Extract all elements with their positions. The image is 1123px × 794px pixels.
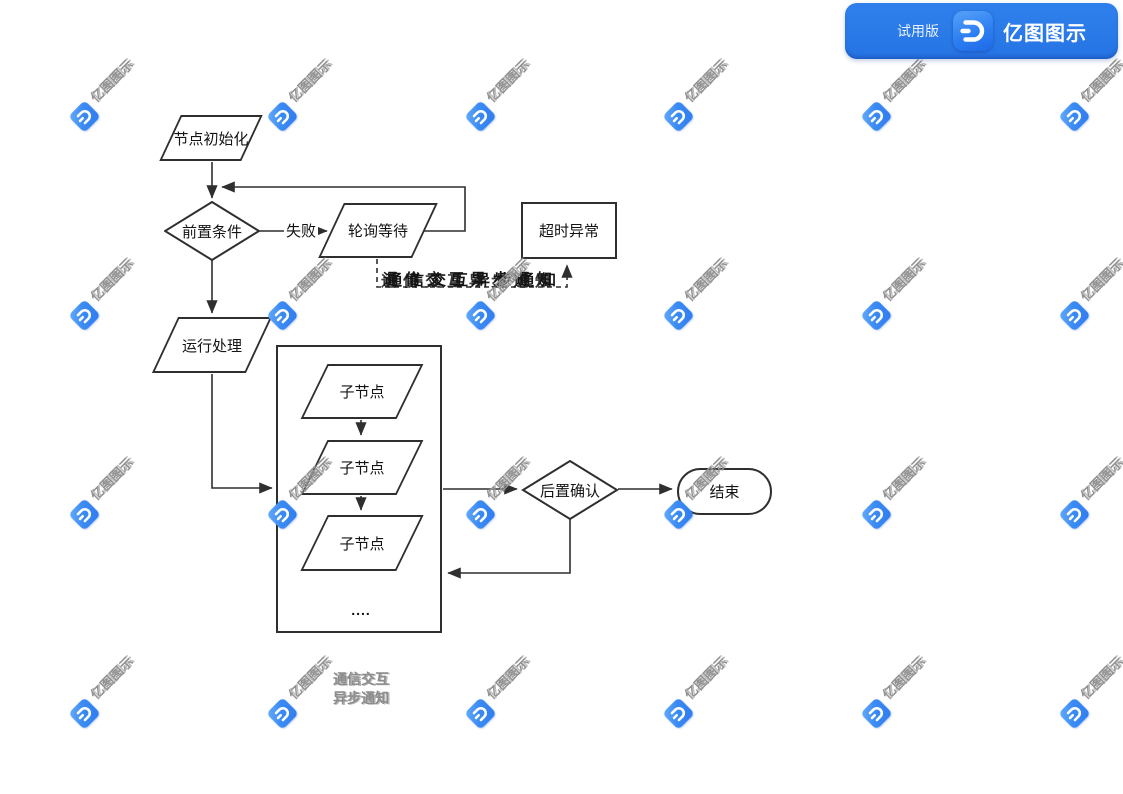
watermark-text: 亿图图示 <box>1077 255 1123 305</box>
overlapping-edge-labels: 通信交互异步通知 通信交互异步通知 通信交互异步通知 <box>381 271 564 290</box>
edraw-logo-icon <box>68 697 101 730</box>
communication-note: 通信交互 异步通知 <box>333 670 389 708</box>
watermark-text: 亿图图示 <box>483 56 533 106</box>
watermark-text: 亿图图示 <box>285 56 335 106</box>
watermark: 亿图图示 <box>860 454 928 531</box>
node-postconfirm-label: 后置确认 <box>539 482 600 500</box>
watermark-text: 亿图图示 <box>87 653 137 703</box>
edraw-logo-icon <box>662 697 695 730</box>
note-line2: 异步通知 <box>333 690 389 706</box>
node-precondition-label: 前置条件 <box>181 223 242 241</box>
node-end-label: 结束 <box>709 484 740 501</box>
watermark: 亿图图示 <box>1058 56 1123 133</box>
watermark-text: 亿图图示 <box>1077 653 1123 703</box>
watermark-text: 亿图图示 <box>879 56 929 106</box>
watermark-text: 亿图图示 <box>879 653 929 703</box>
container-ellipsis: .... <box>351 602 371 618</box>
edraw-logo-icon <box>1058 299 1091 332</box>
node-child1-parallelogram[interactable]: 子节点 <box>300 364 424 419</box>
watermark: 亿图图示 <box>266 255 334 332</box>
node-child2-parallelogram[interactable]: 子节点 <box>300 440 424 495</box>
node-run-label: 运行处理 <box>181 337 242 355</box>
node-child2-label: 子节点 <box>339 460 385 477</box>
node-polling-label: 轮询等待 <box>347 223 408 240</box>
watermark-text: 亿图图示 <box>879 255 929 305</box>
watermark-text: 亿图图示 <box>87 56 137 106</box>
node-end-terminator[interactable]: 结束 <box>677 468 772 515</box>
edraw-logo-icon <box>860 697 893 730</box>
edraw-logo-icon <box>68 498 101 531</box>
watermark: 亿图图示 <box>464 454 532 531</box>
edraw-logo-icon <box>1058 100 1091 133</box>
edraw-app-icon <box>953 11 993 51</box>
watermark-text: 亿图图示 <box>681 653 731 703</box>
watermark-text: 亿图图示 <box>1077 454 1123 504</box>
edraw-logo-icon <box>464 299 497 332</box>
watermark-text: 亿图图示 <box>681 255 731 305</box>
node-timeout-rect[interactable]: 超时异常 <box>521 202 617 259</box>
edraw-logo-icon <box>860 100 893 133</box>
watermark: 亿图图示 <box>1058 653 1123 730</box>
watermark: 亿图图示 <box>464 56 532 133</box>
edraw-logo-icon <box>68 299 101 332</box>
edraw-logo-icon <box>1058 697 1091 730</box>
watermark-text: 亿图图示 <box>87 255 137 305</box>
watermark: 亿图图示 <box>464 653 532 730</box>
watermark: 亿图图示 <box>464 255 532 332</box>
watermark-text: 亿图图示 <box>879 454 929 504</box>
edraw-logo-icon <box>860 498 893 531</box>
watermark: 亿图图示 <box>1058 255 1123 332</box>
node-init-label: 节点初始化 <box>173 130 249 148</box>
edraw-logo-icon <box>464 100 497 133</box>
node-polling-parallelogram[interactable]: 轮询等待 <box>318 203 438 258</box>
node-child3-parallelogram[interactable]: 子节点 <box>300 515 424 571</box>
edraw-logo-icon <box>860 299 893 332</box>
node-postconfirm-diamond[interactable]: 后置确认 <box>521 460 619 520</box>
watermark-text: 亿图图示 <box>681 56 731 106</box>
watermark: 亿图图示 <box>266 653 334 730</box>
watermark: 亿图图示 <box>662 56 730 133</box>
edraw-logo-icon <box>68 100 101 133</box>
node-init-parallelogram[interactable]: 节点初始化 <box>159 115 263 161</box>
watermark-text: 亿图图示 <box>483 653 533 703</box>
watermark: 亿图图示 <box>68 56 136 133</box>
watermark: 亿图图示 <box>860 56 928 133</box>
note-line1: 通信交互 <box>333 671 389 687</box>
fail-edge-label: 失败 <box>284 222 319 241</box>
watermark: 亿图图示 <box>68 653 136 730</box>
edraw-logo-icon <box>266 697 299 730</box>
trial-version-badge: 试用版 亿图图示 <box>845 3 1118 59</box>
watermark: 亿图图示 <box>860 653 928 730</box>
edraw-logo-icon <box>662 299 695 332</box>
edraw-logo-icon <box>464 498 497 531</box>
watermark-text: 亿图图示 <box>285 653 335 703</box>
watermark: 亿图图示 <box>662 653 730 730</box>
node-child1-label: 子节点 <box>339 384 385 401</box>
app-name: 亿图图示 <box>1003 22 1087 45</box>
watermark-text: 亿图图示 <box>1077 56 1123 106</box>
edraw-logo-icon <box>1058 498 1091 531</box>
watermark: 亿图图示 <box>860 255 928 332</box>
node-timeout-label: 超时异常 <box>538 223 599 240</box>
node-child3-label: 子节点 <box>339 535 385 553</box>
watermark: 亿图图示 <box>68 454 136 531</box>
watermark: 亿图图示 <box>1058 454 1123 531</box>
edraw-logo-icon <box>464 697 497 730</box>
edraw-logo-icon <box>266 299 299 332</box>
node-precondition-diamond[interactable]: 前置条件 <box>164 201 260 261</box>
watermark-text: 亿图图示 <box>87 454 137 504</box>
watermark: 亿图图示 <box>266 56 334 133</box>
edge-run-to-container <box>211 374 273 494</box>
watermark: 亿图图示 <box>68 255 136 332</box>
watermark: 亿图图示 <box>662 255 730 332</box>
node-run-parallelogram[interactable]: 运行处理 <box>151 317 273 373</box>
watermark-text: 亿图图示 <box>285 255 335 305</box>
trial-label: 试用版 <box>897 23 939 39</box>
edraw-logo-icon <box>266 100 299 133</box>
edraw-logo-icon <box>662 100 695 133</box>
edge-postconfirm-to-container <box>447 518 571 579</box>
